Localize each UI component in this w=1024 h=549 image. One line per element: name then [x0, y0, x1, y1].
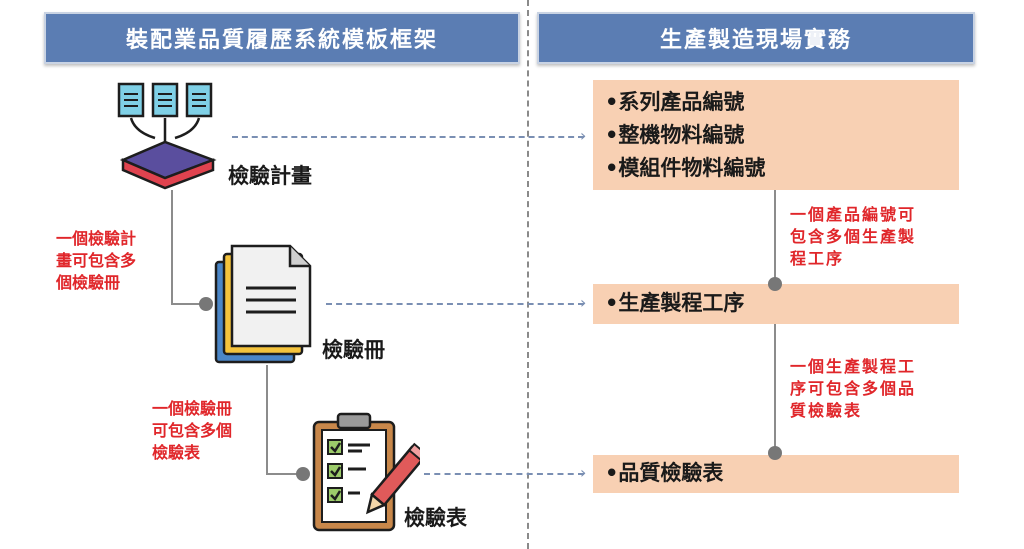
plan-to-booklet-note: 一個檢驗計 畫可包含多 個檢驗冊	[56, 229, 137, 292]
plan-item: •整機物料編號	[605, 123, 745, 147]
plan-item: •系列產品編號	[605, 90, 745, 114]
plan-item: •模組件物料編號	[605, 156, 766, 180]
inspection-plan-icon	[117, 82, 217, 190]
booklet-connector-horizontal	[266, 473, 304, 475]
product-to-process-connector	[774, 190, 776, 284]
form-mapping-arrowhead: ›	[580, 463, 587, 482]
column-divider	[527, 0, 529, 549]
inspection-form-label: 檢驗表	[404, 506, 467, 530]
product-to-process-note: 一個產品編號可 包含多個生產製 程工序	[790, 205, 917, 268]
process-to-form-note: 一個生產製程工 序可包含多個品 質檢驗表	[790, 357, 917, 420]
process-item: •生產製程工序	[605, 291, 745, 315]
process-to-form-connector	[774, 324, 776, 455]
booklet-mapping-arrow	[326, 303, 584, 305]
booklet-to-form-note: 一個檢驗冊 可包含多個 檢驗表	[152, 399, 233, 462]
form-mapping-arrow	[424, 473, 584, 475]
plan-mapping-arrow	[232, 136, 584, 138]
booklet-connector-vertical	[266, 365, 268, 475]
quality-form-connector-dot	[768, 446, 782, 460]
plan-connector-horizontal	[171, 303, 207, 305]
right-column-header: 生產製造現場實務	[537, 12, 975, 64]
plan-mapping-arrowhead: ›	[580, 126, 587, 145]
inspection-booklet-icon	[214, 244, 312, 364]
booklet-mapping-arrowhead: ›	[580, 293, 587, 312]
process-connector-dot	[768, 277, 782, 291]
inspection-booklet-label: 檢驗冊	[322, 338, 385, 362]
quality-form-panel: •品質檢驗表	[593, 455, 959, 493]
quality-form-item: •品質檢驗表	[605, 461, 724, 485]
inspection-form-icon	[312, 412, 420, 532]
booklet-connector-dot	[199, 297, 213, 311]
plan-connector-vertical	[171, 190, 173, 305]
left-column-header: 裝配業品質履歷系統模板框架	[44, 12, 520, 64]
plan-items-panel: •系列產品編號 •整機物料編號 •模組件物料編號	[593, 80, 959, 190]
form-connector-dot	[296, 467, 310, 481]
inspection-plan-label: 檢驗計畫	[228, 164, 312, 188]
